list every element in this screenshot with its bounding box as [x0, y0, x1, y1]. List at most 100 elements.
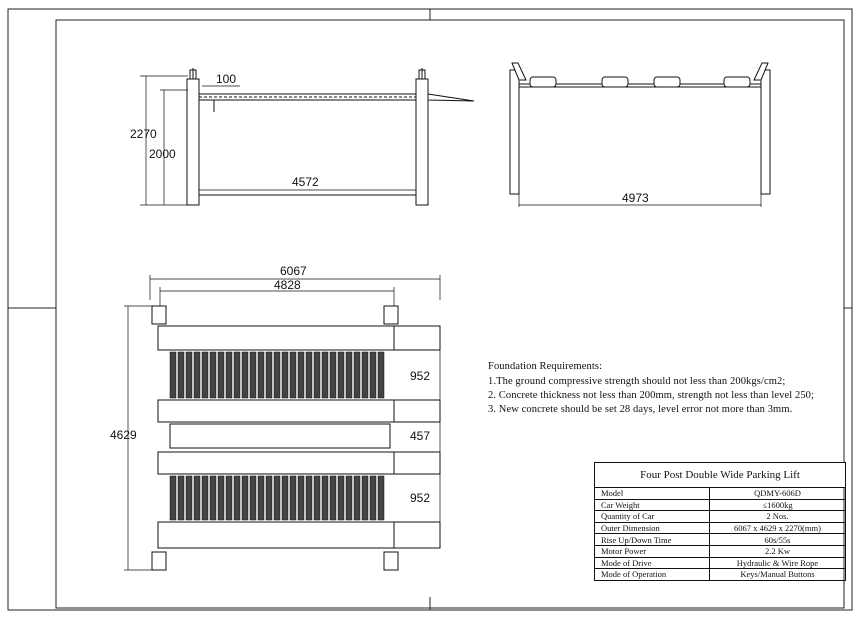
- front-elevation: [140, 68, 475, 206]
- spec-label: Quantity of Car: [594, 510, 710, 523]
- grating-slat: [329, 475, 337, 521]
- grating-slat: [369, 475, 377, 521]
- grating-slat: [249, 351, 257, 399]
- spec-label: Model: [594, 487, 710, 500]
- grating-slat: [217, 475, 225, 521]
- spec-value: 60s/55s: [709, 533, 846, 546]
- grating-slat: [289, 351, 297, 399]
- grating-slat: [225, 475, 233, 521]
- grating-slat: [361, 351, 369, 399]
- grating-slat: [233, 475, 241, 521]
- grating-slat: [297, 475, 305, 521]
- spec-value: QDMY-606D: [709, 487, 846, 500]
- grating-slat: [177, 475, 185, 521]
- grating-slat: [225, 351, 233, 399]
- drawing-frame: [7, 8, 853, 611]
- spec-label: Car Weight: [594, 498, 710, 512]
- grating-slat: [265, 475, 273, 521]
- grating-slat: [369, 351, 377, 399]
- foundation-item-2: 2. Concrete thickness not less than 200m…: [488, 390, 815, 401]
- grating-slat: [169, 475, 177, 521]
- spec-row: Car Weight≤1600kg: [594, 498, 846, 512]
- dim-side-width: 4973: [622, 191, 649, 205]
- dim-outer-height: 2270: [130, 127, 157, 141]
- spec-label: Mode of Drive: [594, 556, 710, 570]
- grating-slat: [233, 351, 241, 399]
- dim-overall-width: 4629: [110, 428, 137, 442]
- grating-slat: [209, 475, 217, 521]
- grating-slat: [185, 475, 193, 521]
- platform-grating-top: [169, 351, 385, 399]
- plan-view: [124, 275, 441, 571]
- side-elevation: [509, 62, 771, 207]
- grating-slat: [281, 475, 289, 521]
- spec-label: Outer Dimension: [594, 521, 710, 535]
- grating-slat: [265, 351, 273, 399]
- grating-slat: [337, 475, 345, 521]
- foundation-item-1: 1.The ground compressive strength should…: [488, 376, 786, 387]
- spec-value: 2 Nos.: [709, 510, 846, 523]
- grating-slat: [377, 475, 385, 521]
- dim-gap: 457: [410, 429, 430, 443]
- grating-slat: [193, 475, 201, 521]
- dim-inner-width: 4572: [292, 175, 319, 189]
- grating-slat: [321, 475, 329, 521]
- spec-value: 2.2 Kw: [709, 544, 846, 558]
- grating-slat: [353, 351, 361, 399]
- spec-label: Motor Power: [594, 544, 710, 558]
- grating-slat: [241, 475, 249, 521]
- grating-slat: [201, 475, 209, 521]
- grating-slat: [353, 475, 361, 521]
- dim-ramp: 100: [216, 72, 236, 86]
- grating-slat: [345, 351, 353, 399]
- grating-slat: [257, 351, 265, 399]
- grating-slat: [273, 351, 281, 399]
- grating-slat: [201, 351, 209, 399]
- spec-value: Hydraulic & Wire Rope: [709, 556, 846, 570]
- spec-table-title: Four Post Double Wide Parking Lift: [594, 462, 846, 488]
- dim-platform-a: 952: [410, 369, 430, 383]
- dim-overall-length: 6067: [280, 264, 307, 278]
- grating-slat: [273, 475, 281, 521]
- grating-slat: [305, 351, 313, 399]
- grating-slat: [281, 351, 289, 399]
- spec-label: Mode of Operation: [594, 568, 710, 581]
- dim-inner-length: 4828: [274, 278, 301, 292]
- grating-slat: [193, 351, 201, 399]
- spec-value: ≤1600kg: [709, 498, 846, 512]
- grating-slat: [377, 351, 385, 399]
- grating-slat: [257, 475, 265, 521]
- grating-slat: [361, 475, 369, 521]
- dim-platform-b: 952: [410, 491, 430, 505]
- grating-slat: [329, 351, 337, 399]
- platform-grating-bottom: [169, 475, 385, 521]
- grating-slat: [313, 475, 321, 521]
- grating-slat: [185, 351, 193, 399]
- spec-value: Keys/Manual Buttons: [709, 568, 846, 581]
- spec-label: Rise Up/Down Time: [594, 533, 710, 546]
- grating-slat: [305, 475, 313, 521]
- grating-slat: [337, 351, 345, 399]
- grating-slat: [169, 351, 177, 399]
- grating-slat: [241, 351, 249, 399]
- spec-value: 6067 x 4629 x 2270(mm): [709, 521, 846, 535]
- grating-slat: [217, 351, 225, 399]
- grating-slat: [313, 351, 321, 399]
- grating-slat: [209, 351, 217, 399]
- dim-inner-height: 2000: [149, 147, 176, 161]
- foundation-item-3: 3. New concrete should be set 28 days, l…: [488, 404, 793, 415]
- grating-slat: [289, 475, 297, 521]
- grating-slat: [249, 475, 257, 521]
- grating-slat: [321, 351, 329, 399]
- grating-slat: [297, 351, 305, 399]
- grating-slat: [177, 351, 185, 399]
